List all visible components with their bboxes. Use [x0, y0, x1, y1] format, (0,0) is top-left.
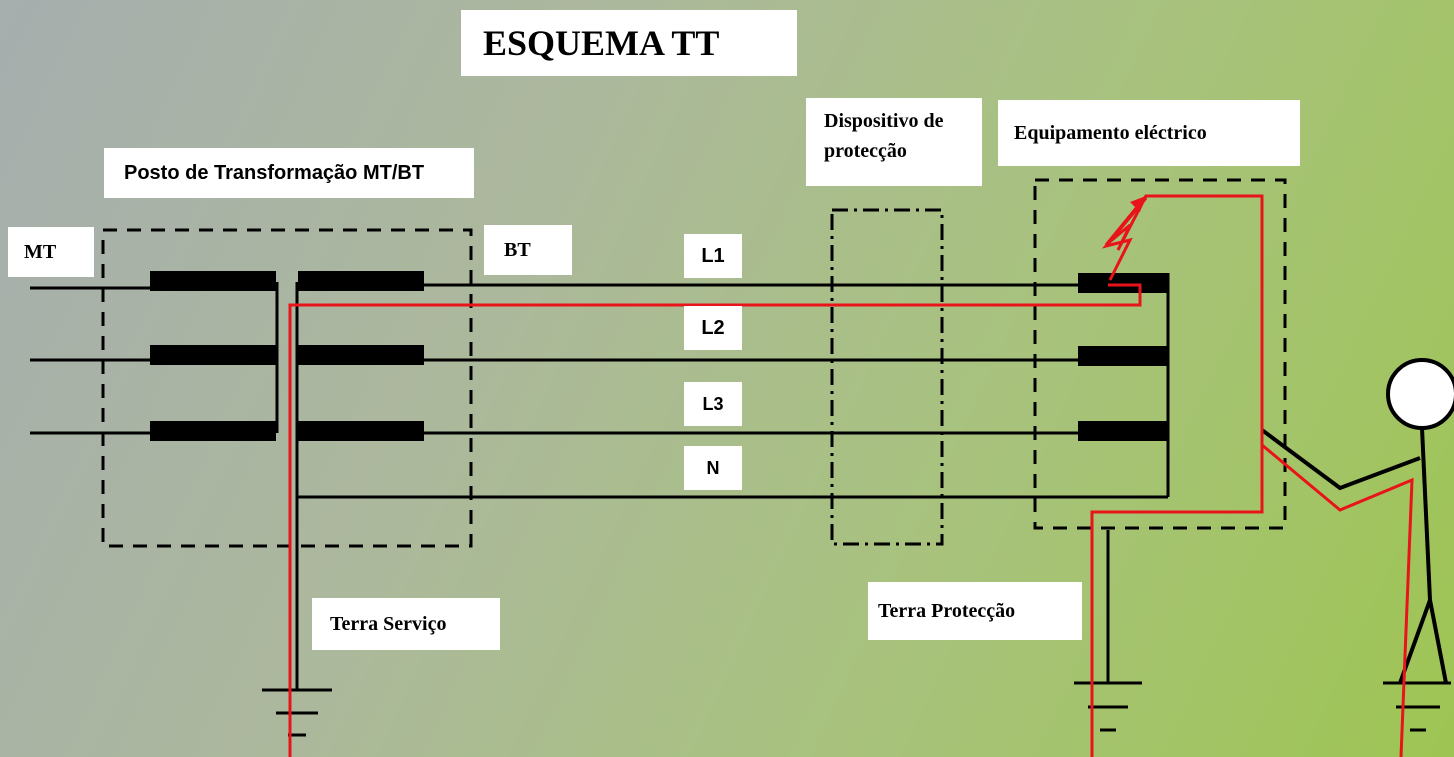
primary-winding-2: [150, 345, 276, 365]
page-title: ESQUEMA TT: [461, 10, 797, 76]
protection-device-enclosure: [830, 208, 944, 546]
secondary-winding-3: [298, 421, 424, 441]
transformer-enclosure: [101, 228, 473, 548]
person-earth-symbol: [1383, 681, 1451, 732]
fault-current-path: [288, 194, 1414, 757]
service-earth-symbol: [262, 688, 332, 737]
primary-winding-1: [150, 271, 276, 291]
primary-winding-3: [150, 421, 276, 441]
posto-label: Posto de Transformação MT/BT: [104, 148, 474, 198]
conductor-label-l1: L1: [684, 234, 742, 278]
conductor-label-n: N: [684, 446, 742, 490]
equipment-enclosure: [1033, 178, 1287, 530]
dispositivo-label: Dispositivo de protecção: [806, 98, 982, 186]
fault-arc-arrowhead: [1130, 196, 1146, 212]
load-winding-1: [1078, 273, 1168, 293]
mt-label: MT: [8, 227, 94, 277]
load-winding-2: [1078, 346, 1168, 366]
conductor-label-l2: L2: [684, 306, 742, 350]
fault-arc: [1101, 197, 1148, 281]
equipamento-label: Equipamento eléctrico: [998, 100, 1300, 166]
terra-servico-label: Terra Serviço: [312, 598, 500, 650]
terra-proteccao-label: Terra Protecção: [868, 582, 1082, 640]
conductor-label-l3: L3: [684, 382, 742, 426]
secondary-winding-1: [298, 271, 424, 291]
secondary-winding-2: [298, 345, 424, 365]
earth-return-path: [1090, 445, 1264, 757]
bt-label: BT: [484, 225, 572, 275]
protection-earth-symbol: [1074, 681, 1142, 732]
person-figure: [1260, 358, 1454, 684]
load-winding-3: [1078, 421, 1168, 441]
